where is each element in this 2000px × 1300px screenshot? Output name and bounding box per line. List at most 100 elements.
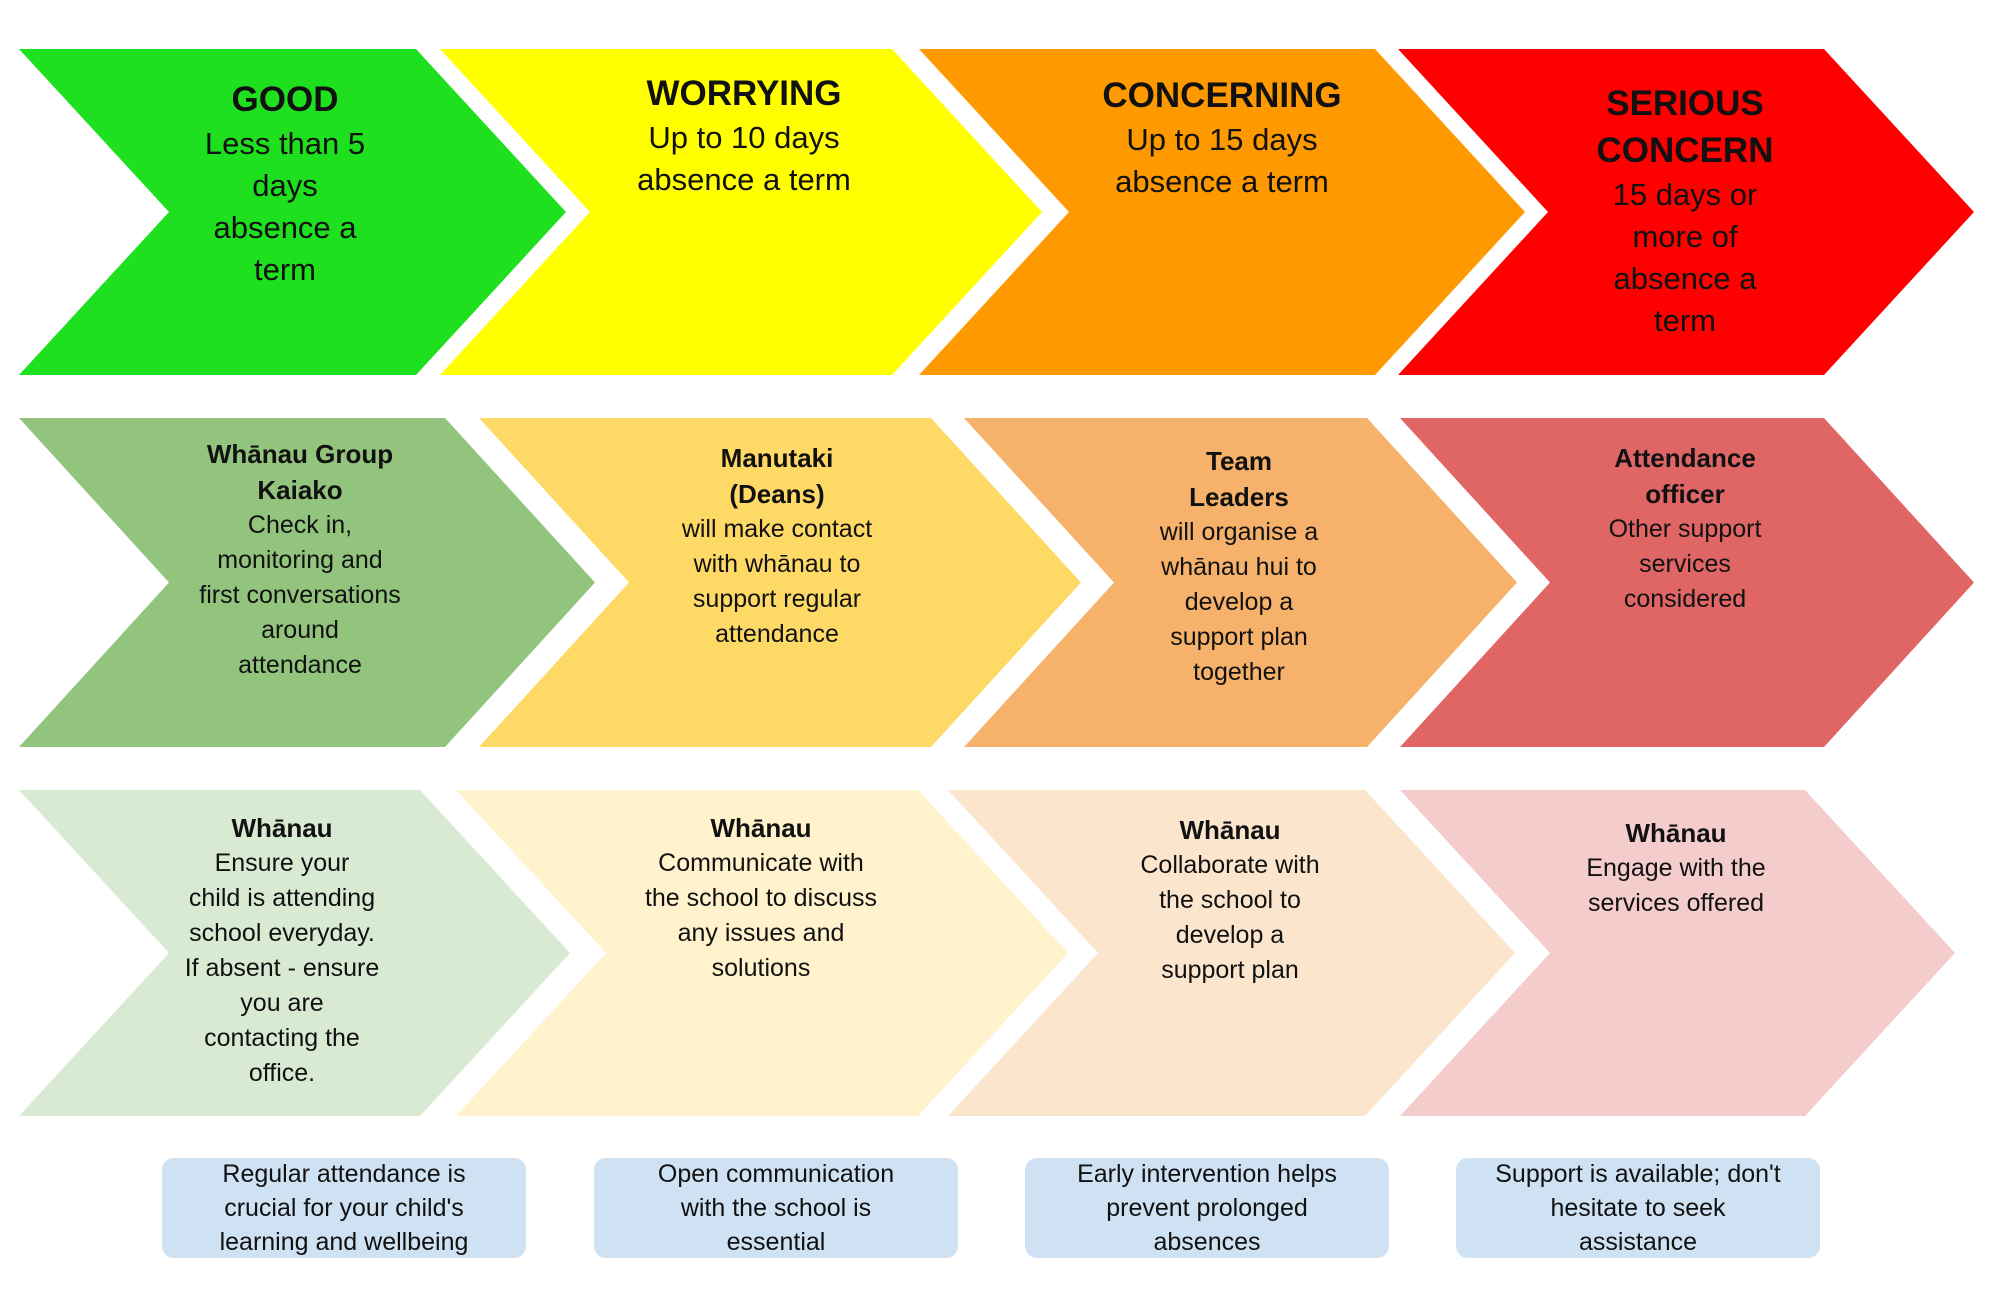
chevron-body-line: term [254,252,316,287]
chevron-body-line: whānau hui to [1161,553,1317,581]
chevron-body-line: Ensure your [214,849,350,877]
chevron-body-line: absence a term [1115,164,1329,199]
chevron-title: officer [1645,479,1725,509]
chevron-title: SERIOUS [1606,84,1764,123]
levels-chevron-3 [919,49,1525,375]
levels-text-1: GOOD Less than 5 days absence a term [135,76,435,291]
chevron-body-line: support regular [692,585,862,613]
chevron-title: Whānau [710,813,812,843]
chevron-body-line: absence a [213,210,357,245]
whanau-actions-chevron-3 [948,790,1515,1116]
chevron-body-line: considered [1623,585,1747,613]
note-box-2: Open communication with the school is esse… [594,1158,958,1258]
chevron-body-line: the school to [1159,886,1301,914]
chevron-body-line: 15 days or [1612,177,1758,212]
note-line: prevent prolonged [1106,1194,1308,1222]
chevron-title: GOOD [231,80,339,119]
chevron-body-line: attendance [238,651,362,679]
chevron-title: Kaiako [257,475,343,505]
chevron-body-line: attendance [715,620,839,648]
levels-chevron-2 [440,49,1042,375]
chevron-body-line: absence a [1613,261,1757,296]
note-line: Support is available; don't [1495,1160,1781,1188]
note-line: learning and wellbeing [219,1228,469,1256]
chevron-body-line: Engage with the [1586,854,1766,882]
chevron-body-line: Up to 15 days [1126,122,1318,157]
chevron-title: WORRYING [646,74,842,113]
chevron-body-line: develop a [1184,588,1294,616]
chevron-title: CONCERNING [1102,76,1342,115]
chevron-title: CONCERN [1596,131,1774,170]
note-line: assistance [1578,1228,1698,1256]
chevron-body-line: contacting the [204,1024,360,1052]
whanau-actions-chevron-1 [19,790,570,1116]
chevron-title: Whānau [1625,818,1727,848]
chevron-body-line: you are [240,989,324,1017]
note-line: Open communication [657,1160,895,1188]
chevron-body-line: will organise a [1159,518,1319,546]
chevron-title: Leaders [1189,482,1289,512]
levels-text-4: SERIOUS CONCERN 15 days or more of absence a… [1535,80,1835,342]
school-actions-chevron-1 [19,418,595,747]
chevron-title: Attendance [1614,443,1756,473]
school-actions-chevron-2 [479,418,1081,747]
school-actions-chevron-3 [964,418,1517,747]
levels-text-2: WORRYING Up to 10 days absence a term [594,70,894,201]
chevron-title: Team [1206,446,1272,476]
note-box-4: Support is available; don't hesitate to s… [1456,1158,1820,1258]
whanau-actions-chevron-2 [456,790,1068,1116]
chevron-body-line: days [252,168,318,203]
chevron-body-line: support plan [1161,956,1299,984]
chevron-body-line: solutions [711,954,811,982]
note-line: crucial for your child's [224,1194,464,1222]
note-line: Early intervention helps [1077,1160,1337,1188]
chevron-body-line: services offered [1587,889,1764,917]
note-line: essential [726,1228,826,1256]
chevron-body-line: Check in, [247,511,353,539]
chevron-body-line: around [261,616,339,644]
chevron-title: Manutaki [720,443,834,473]
levels-chevron-1 [19,49,566,375]
chevron-body-line: with whānau to [693,550,861,578]
levels-chevron-4 [1398,49,1974,375]
chevron-body-line: absence a term [637,162,851,197]
chevron-body-line: services [1639,550,1731,578]
chevron-body-line: support plan [1170,623,1308,651]
chevron-body-line: develop a [1175,921,1285,949]
chevron-body-line: school everyday. [189,919,375,947]
school-actions-text-2: Manutaki (Deans) will make contact with whā… [627,440,927,652]
chevron-title: Whānau [231,813,333,843]
chevron-body-line: Other support [1608,515,1762,543]
chevron-body-line: the school to discuss [644,884,878,912]
chevron-body-line: Up to 10 days [648,120,840,155]
chevron-body-line: term [1654,303,1716,338]
whanau-actions-chevron-4 [1400,790,1955,1116]
chevron-body-line: Less than 5 [204,126,366,161]
levels-text-3: CONCERNING Up to 15 days absence a term [1072,72,1372,203]
chevron-body-line: more of [1632,219,1738,254]
chevron-body-line: Communicate with [658,849,864,877]
chevron-body-line: will make contact [681,515,873,543]
chevron-title: Whānau [1179,815,1281,845]
note-line: hesitate to seek [1550,1194,1726,1222]
chevron-body-line: office. [248,1059,316,1087]
note-box-3: Early intervention helps prevent prolonge… [1025,1158,1389,1258]
chevron-body-line: together [1193,658,1285,686]
note-line: absences [1153,1228,1261,1256]
chevron-body-line: monitoring and [217,546,383,574]
chevron-title: Whānau Group [206,439,394,469]
chevron-body-line: If absent - ensure [184,954,380,982]
chevron-body-line: any issues and [677,919,845,947]
note-line: with the school is [680,1194,872,1222]
chevron-title: (Deans) [729,479,825,509]
chevron-body-line: first conversations [199,581,401,609]
school-actions-chevron-4 [1400,418,1974,747]
